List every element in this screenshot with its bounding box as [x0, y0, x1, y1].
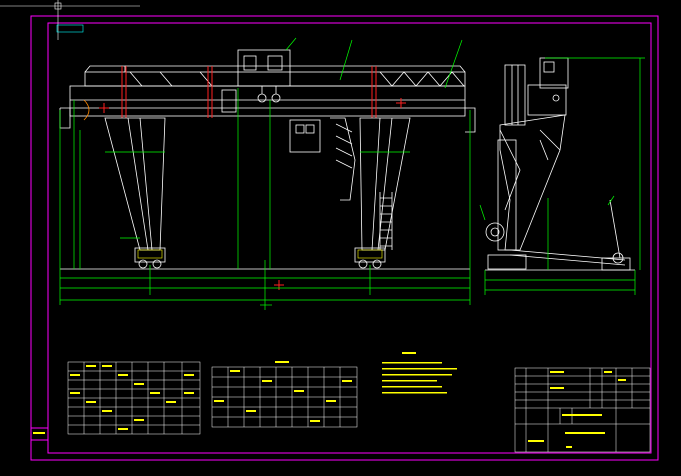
center-marks [99, 98, 406, 290]
view-label-box [56, 24, 84, 33]
trolley-frame [237, 49, 291, 87]
side-dimensions [479, 57, 645, 295]
inner-border [47, 22, 652, 454]
right-bogie [354, 247, 386, 269]
spec-table-left [67, 361, 201, 435]
girder-truss [129, 71, 465, 87]
left-bogie [134, 247, 166, 269]
side-wheel-left [485, 222, 505, 242]
outer-border [30, 15, 659, 461]
operator-cabin [289, 119, 321, 153]
main-girder-box [69, 85, 466, 117]
title-block [514, 367, 651, 453]
front-dimensions [59, 37, 471, 310]
technical-notes [382, 352, 457, 394]
side-elevation [485, 57, 635, 271]
left-leg [104, 117, 166, 251]
spec-table-middle [211, 361, 358, 428]
front-elevation [59, 49, 476, 290]
side-leg [499, 114, 566, 251]
border-strip-label [33, 432, 45, 434]
ladder [379, 192, 393, 250]
crosshair-cursor-icon [0, 0, 140, 40]
main-girder-top [84, 71, 466, 87]
